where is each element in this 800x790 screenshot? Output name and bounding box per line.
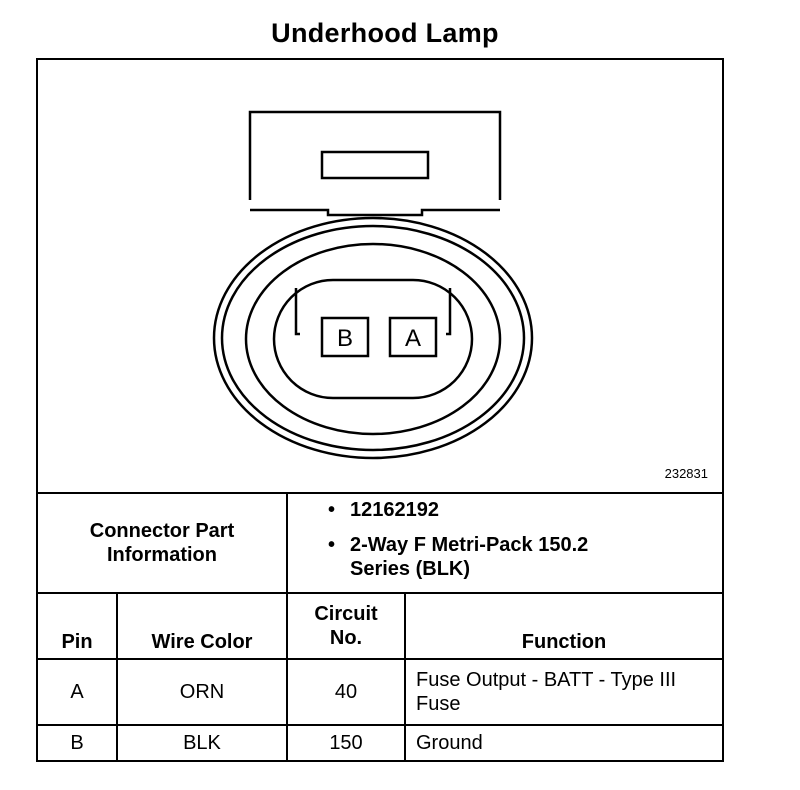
part-info-label: Connector Part Information xyxy=(89,520,235,566)
list-item: • 12162192 xyxy=(328,498,610,522)
outer-shell xyxy=(212,216,534,460)
connector-description: 2-Way F Metri-Pack 150.2 Series (BLK) xyxy=(350,534,589,580)
row-a-function: Fuse Output - BATT - Type III Fuse xyxy=(416,669,677,715)
cavity-b-label: B xyxy=(337,325,353,352)
divider xyxy=(404,592,406,760)
row-b-wire-color: BLK xyxy=(183,732,221,754)
row-b-circuit: 150 xyxy=(329,732,363,754)
connector-frame: B A 232831 Connector Part Information • … xyxy=(36,58,724,762)
bullet-icon: • xyxy=(328,534,336,556)
header-circuit-no: Circuit No. xyxy=(314,603,378,649)
header-pin: Pin xyxy=(61,631,93,653)
row-a-pin: A xyxy=(70,681,84,703)
part-number: 12162192 xyxy=(350,499,439,521)
cavity-b-box xyxy=(320,316,370,358)
inner-shell xyxy=(220,224,526,452)
row-a-wire-color: ORN xyxy=(179,681,225,703)
insert-key-left xyxy=(294,288,300,336)
seal-ring xyxy=(244,242,502,436)
divider xyxy=(38,658,722,660)
connector-face-drawing: B A xyxy=(212,110,534,460)
lock-slot xyxy=(320,150,430,180)
page-title: Underhood Lamp xyxy=(271,18,499,48)
cavity-a-box xyxy=(388,316,438,358)
terminal-insert xyxy=(272,278,474,400)
insert-key-right xyxy=(446,288,452,336)
list-item: • 2-Way F Metri-Pack 150.2 Series (BLK) xyxy=(328,533,610,581)
row-a-circuit: 40 xyxy=(334,681,358,703)
divider xyxy=(38,492,722,494)
row-b-pin: B xyxy=(70,732,84,754)
figure-id: 232831 xyxy=(664,466,708,481)
divider xyxy=(38,592,722,594)
divider xyxy=(286,492,288,760)
divider xyxy=(116,592,118,760)
divider xyxy=(38,724,722,726)
lock-tab xyxy=(248,110,502,200)
header-function: Function xyxy=(521,631,607,653)
lock-ramp xyxy=(250,208,500,217)
part-info-list: • 12162192 • 2-Way F Metri-Pack 150.2 Se… xyxy=(328,498,610,592)
row-b-function: Ground xyxy=(416,732,483,754)
bullet-icon: • xyxy=(328,499,336,521)
header-wire-color: Wire Color xyxy=(151,631,253,653)
cavity-a-label: A xyxy=(405,325,421,352)
